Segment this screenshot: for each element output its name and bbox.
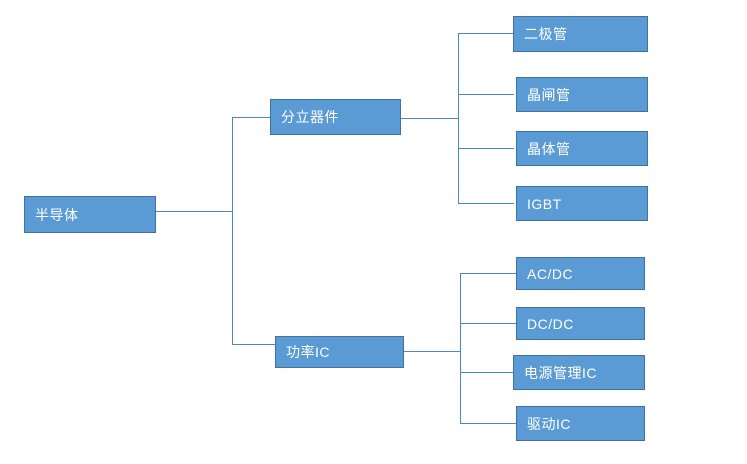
node-discrete-devices-label: 分立器件 — [281, 109, 339, 125]
node-diode[interactable]: 二极管 — [513, 16, 648, 52]
connector-subtrunk-to-igbt — [458, 203, 514, 204]
node-transistor[interactable]: 晶体管 — [516, 131, 648, 166]
connector-power-ic-subtrunk — [460, 273, 461, 424]
node-power-ic-label: 功率IC — [286, 344, 330, 360]
node-thyristor-label: 晶闸管 — [527, 86, 571, 103]
node-discrete-devices[interactable]: 分立器件 — [270, 99, 401, 135]
node-semiconductor-label: 半导体 — [35, 206, 79, 223]
node-driver-ic-label: 驱动IC — [527, 415, 571, 432]
node-semiconductor[interactable]: 半导体 — [24, 196, 156, 233]
node-thyristor[interactable]: 晶闸管 — [516, 77, 648, 112]
node-ac-dc-label: AC/DC — [527, 265, 574, 282]
connector-subtrunk-to-dcdc — [460, 323, 517, 324]
connector-subtrunk-to-acdc — [460, 273, 517, 274]
connector-power-ic-to-subtrunk — [403, 351, 461, 352]
connector-discrete-subtrunk — [458, 33, 459, 204]
connector-trunk-to-power-ic — [232, 344, 276, 345]
connector-subtrunk-to-transistor — [458, 148, 514, 149]
connector-subtrunk-to-pmic — [460, 372, 517, 373]
node-power-management-ic-label: 电源管理IC — [524, 364, 597, 381]
node-diode-label: 二极管 — [524, 26, 568, 42]
node-power-ic[interactable]: 功率IC — [275, 336, 404, 368]
connector-subtrunk-to-driver-ic — [460, 423, 517, 424]
connector-subtrunk-to-diode — [458, 33, 514, 34]
node-transistor-label: 晶体管 — [527, 140, 571, 157]
node-power-management-ic[interactable]: 电源管理IC — [513, 355, 645, 390]
connector-trunk-to-discrete — [232, 117, 271, 118]
connector-root-trunk — [232, 117, 233, 344]
connector-root-to-trunk — [156, 211, 233, 212]
connector-subtrunk-to-thyristor — [458, 94, 514, 95]
node-dc-dc[interactable]: DC/DC — [516, 307, 645, 340]
node-ac-dc[interactable]: AC/DC — [516, 257, 645, 290]
node-igbt-label: IGBT — [527, 195, 562, 212]
connector-discrete-to-subtrunk — [400, 118, 459, 119]
node-igbt[interactable]: IGBT — [516, 186, 648, 221]
node-driver-ic[interactable]: 驱动IC — [516, 406, 645, 441]
node-dc-dc-label: DC/DC — [527, 315, 574, 332]
